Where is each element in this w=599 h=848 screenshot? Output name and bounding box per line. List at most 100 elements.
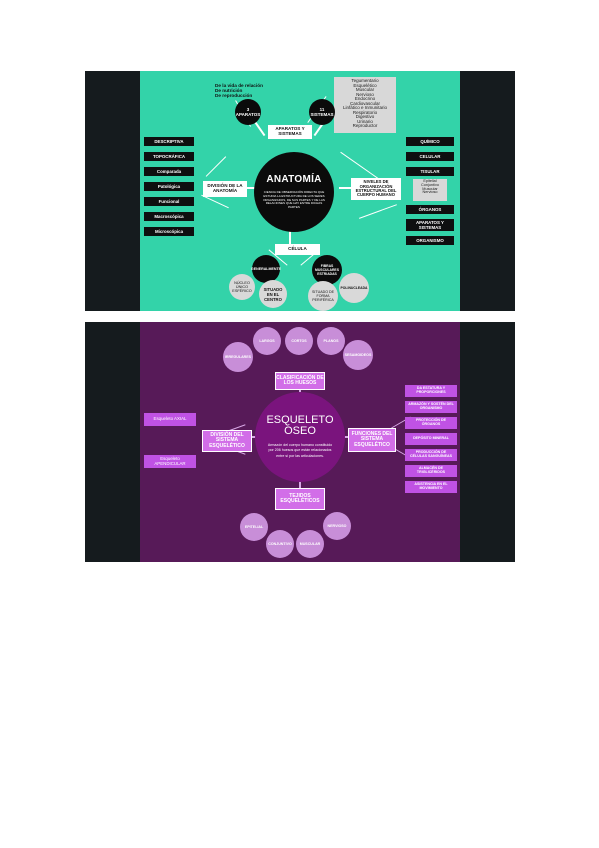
slide-1-anatomia: De la vida de relación De nutrición De r… bbox=[140, 71, 460, 311]
esqueleto-center-circle: ESQUELETO ÓSEO Armazón del cuerpo humano… bbox=[255, 392, 345, 482]
sistema-item: Respiratorio bbox=[352, 109, 378, 115]
tissue-item: Conjuntivo bbox=[421, 182, 439, 187]
funciones-label: FUNCIONES DEL SISTEMA ESQUELÉTICO bbox=[351, 431, 393, 448]
right-item: QUÍMICO bbox=[406, 137, 454, 146]
sistema-item: Digestivo bbox=[355, 114, 375, 119]
funcion-item: ASISTENCIA EN EL MOVIMIENTO bbox=[405, 481, 457, 493]
anatomia-title: ANATOMÍA bbox=[266, 174, 322, 186]
situado-periferica-label: SITUADO DE FORMA PERIFÉRICA bbox=[312, 290, 334, 302]
vida-list: De la vida de relación De nutrición De r… bbox=[215, 83, 271, 99]
sistema-item: Muscular bbox=[355, 87, 375, 92]
right-item: ÓRGANOS bbox=[406, 205, 454, 214]
vida-item: De nutrición bbox=[215, 88, 243, 94]
sistema-item: Endocrino bbox=[354, 96, 376, 101]
tissue-circle: CONJUNTIVO bbox=[266, 530, 294, 558]
tissue-circle: MUSCULAR bbox=[296, 530, 324, 558]
tissue-circle: EPITELIAL bbox=[240, 513, 268, 541]
esqueleto-description: Armazón del cuerpo humano constituido po… bbox=[267, 442, 333, 458]
division-sistema-label: DIVISIÓN DEL SISTEMA ESQUELÉTICO bbox=[209, 432, 245, 449]
bone-type-circle: CORTOS bbox=[285, 327, 313, 355]
celula-box: CÉLULA bbox=[275, 244, 320, 255]
bone-type-circle: SESAMOIDEOS bbox=[343, 340, 373, 370]
right-item: CELULAR bbox=[406, 152, 454, 161]
connector-line bbox=[299, 384, 301, 398]
niveles-label: NIVELES DE ORGANIZACIÓN ESTRUCTURAL DEL … bbox=[355, 179, 397, 198]
tissue-list: Epitelial Conjuntivo Muscular Nervioso bbox=[413, 179, 447, 201]
tejidos-box: TEJIDOS ESQUELÉTICOS bbox=[275, 488, 325, 510]
sistema-item: Tegumentario bbox=[351, 78, 379, 83]
axial-box: Esqueleto AXIAL bbox=[144, 413, 196, 426]
fibras-circle: FIBRAS MUSCULARES ESTRIADAS bbox=[312, 255, 342, 285]
left-item: DESCRIPTIVA bbox=[144, 137, 194, 146]
axial-label: Esqueleto AXIAL bbox=[153, 416, 187, 422]
right-item: ORGANISMO bbox=[406, 236, 454, 245]
bone-type-circle: IRREGULARES bbox=[223, 342, 253, 372]
esqueleto-title: ESQUELETO ÓSEO bbox=[266, 413, 334, 438]
bone-type-circle: LARGOS bbox=[253, 327, 281, 355]
nucleo-label: NÚCLEO ÚNICO ESFÉRICO bbox=[232, 281, 252, 293]
division-sistema-box: DIVISIÓN DEL SISTEMA ESQUELÉTICO bbox=[202, 430, 252, 452]
right-item: APARATOS Y SISTEMAS bbox=[406, 219, 454, 231]
polinucleada-circle: POLINUCLEADA bbox=[339, 273, 369, 303]
division-anatomia-box: DIVISIÓN DE LA ANATOMÍA bbox=[203, 181, 247, 197]
sistemas-circle: 11 SISTEMAS bbox=[309, 99, 335, 125]
left-item: Microscópica bbox=[144, 227, 194, 236]
funcion-item: ARMAZÓN Y SOSTÉN DEL ORGANISMO bbox=[405, 401, 457, 413]
bone-type-circle: PLANOS bbox=[317, 327, 345, 355]
left-item: TOPOCRÁFICA bbox=[144, 152, 194, 161]
niveles-box: NIVELES DE ORGANIZACIÓN ESTRUCTURAL DEL … bbox=[351, 178, 401, 200]
left-item: Macroscópica bbox=[144, 212, 194, 221]
polinucleada-label: POLINUCLEADA bbox=[340, 286, 368, 290]
sistema-item: Esquelético bbox=[353, 82, 377, 88]
apendicular-box: Esqueleto APENDICULAR bbox=[144, 455, 196, 468]
funcion-item: ALMACÉN DE TRIGLICÉRIDOS bbox=[405, 465, 457, 477]
sistemas-list: Tegumentario Esquelético Muscular Nervio… bbox=[334, 77, 396, 133]
situado-periferica-circle: SITUADO DE FORMA PERIFÉRICA bbox=[308, 281, 338, 311]
sistema-item: Linfático e Inmunitario bbox=[342, 105, 388, 110]
nucleo-circle: NÚCLEO ÚNICO ESFÉRICO bbox=[229, 274, 255, 300]
connector-line bbox=[289, 231, 291, 245]
celula-label: CÉLULA bbox=[288, 246, 307, 252]
sistema-item: Urinario bbox=[357, 118, 373, 124]
sistema-item: Nervioso bbox=[356, 91, 374, 97]
funcion-item: DEPÓSITO MINERAL bbox=[405, 433, 457, 445]
apendicular-label: Esqueleto APENDICULAR bbox=[154, 455, 186, 466]
sistema-item: Cardiovascular bbox=[349, 100, 380, 106]
tejidos-label: TEJIDOS ESQUELÉTICOS bbox=[280, 492, 320, 504]
tissue-item: Nervioso bbox=[422, 190, 438, 195]
left-item: Funcional bbox=[144, 197, 194, 206]
clasificacion-box: CLASIFICACIÓN DE LOS HUESOS bbox=[275, 372, 325, 390]
generalmente-label: GENERALMENTE bbox=[250, 267, 282, 271]
right-item: TISULAR bbox=[406, 167, 454, 176]
anatomia-center-circle: ANATOMÍA CIENCIA DE OBSERVACIÓN DIRECTA … bbox=[254, 152, 334, 232]
clasificacion-label: CLASIFICACIÓN DE LOS HUESOS bbox=[276, 374, 324, 386]
division-anatomia-label: DIVISIÓN DE LA ANATOMÍA bbox=[207, 183, 243, 193]
aparatos-sistemas-label: APARATOS Y SISTEMAS bbox=[275, 126, 305, 136]
sistemas-circle-label: 11 SISTEMAS bbox=[310, 107, 334, 117]
sistema-item: Reproductor bbox=[352, 123, 378, 128]
slide-2-esqueleto: IRREGULARES LARGOS CORTOS PLANOS SESAMOI… bbox=[140, 322, 460, 562]
connector-line bbox=[254, 121, 266, 137]
connector-line bbox=[339, 187, 351, 189]
vida-item: De la vida de relación bbox=[215, 83, 263, 88]
funciones-box: FUNCIONES DEL SISTEMA ESQUELÉTICO bbox=[348, 428, 396, 452]
fibras-label: FIBRAS MUSCULARES ESTRIADAS bbox=[315, 264, 339, 276]
connector-line bbox=[205, 156, 227, 177]
tissue-item: Epitelial bbox=[423, 179, 437, 183]
connector-line bbox=[359, 204, 397, 219]
funcion-item: DA ESTATURA Y PROPORCIONES bbox=[405, 385, 457, 397]
aparatos-sistemas-box: APARATOS Y SISTEMAS bbox=[268, 125, 312, 139]
aparatos-circle: 3 APARATOS bbox=[235, 99, 261, 125]
left-item: Patológica bbox=[144, 182, 194, 191]
aparatos-circle-label: 3 APARATOS bbox=[235, 107, 261, 117]
left-item: Comparada bbox=[144, 167, 194, 176]
situado-centro-label: SITUADO EN EL CENTRO bbox=[263, 286, 283, 302]
anatomia-definition: CIENCIA DE OBSERVACIÓN DIRECTA QUE ESTUD… bbox=[263, 190, 325, 210]
connector-line bbox=[340, 151, 382, 182]
vida-item: De reproducción bbox=[215, 93, 253, 99]
situado-centro-circle: SITUADO EN EL CENTRO bbox=[259, 280, 287, 308]
tissue-item: Muscular bbox=[422, 186, 438, 191]
funcion-item: PROTECCIÓN DE ÓRGANOS bbox=[405, 417, 457, 429]
tissue-circle: NERVIOSO bbox=[323, 512, 351, 540]
generalmente-circle: GENERALMENTE bbox=[250, 255, 282, 283]
